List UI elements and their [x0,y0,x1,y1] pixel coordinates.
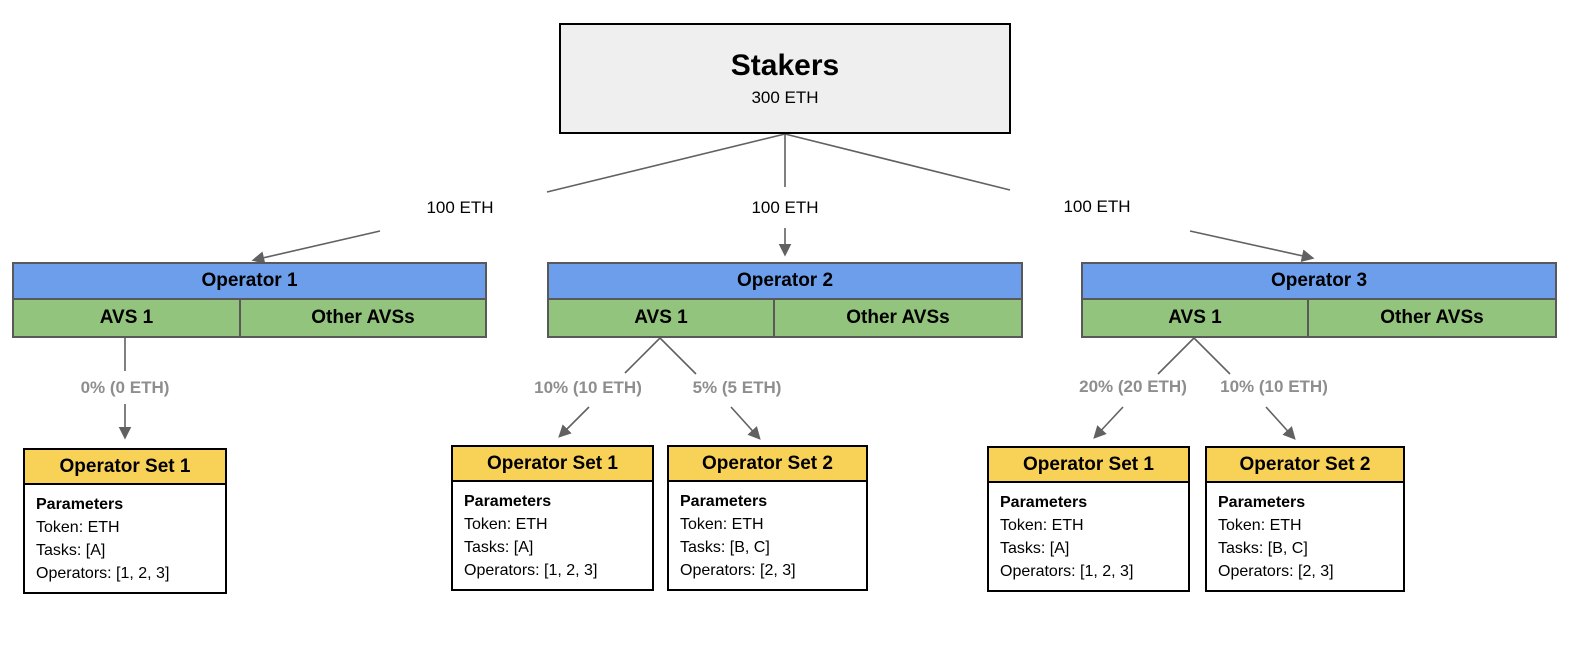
operator-2-other-avs-cell: Other AVSs [775,300,1021,336]
stake-edge-label-1: 100 ETH [426,198,494,217]
operators-line: Operators: [1, 2, 3] [1000,563,1134,580]
operator-set-parameters: Parameters Token: ETH Tasks: [A] Operato… [989,483,1188,583]
operator-set-title: Operator Set 2 [669,447,866,482]
allocation-label-op3-set1: 20% (20 ETH) [1079,377,1187,396]
operator-2-title: Operator 2 [549,264,1021,300]
token-line: Token: ETH [1000,517,1084,534]
operator-2-box: Operator 2 AVS 1 Other AVSs [547,262,1023,338]
edge-op2-fork-left [624,337,661,374]
edge-op3-fork-right [1193,337,1231,375]
stake-edge-label-3: 100 ETH [1063,197,1131,216]
operator-set-card-op2-set1: Operator Set 1 Parameters Token: ETH Tas… [451,445,654,591]
operator-set-parameters: Parameters Token: ETH Tasks: [B, C] Oper… [1207,483,1403,583]
allocation-label-op1-set1: 0% (0 ETH) [80,378,170,397]
stakers-amount: 300 ETH [751,88,819,107]
edge-arrow-operator-1 [251,230,381,264]
edge-op3-fork-left [1157,337,1195,375]
edge-arrow-operator-3 [1189,230,1315,263]
operator-set-parameters: Parameters Token: ETH Tasks: [A] Operato… [25,485,225,585]
operator-3-other-avs-cell: Other AVSs [1309,300,1555,336]
operator-3-avs-row: AVS 1 Other AVSs [1083,300,1555,336]
operator-1-avs1-cell: AVS 1 [14,300,241,336]
edge-arrow-op3-set2 [1265,406,1296,440]
tasks-line: Tasks: [A] [1000,540,1070,557]
operator-set-card-op2-set2: Operator Set 2 Parameters Token: ETH Tas… [667,445,868,591]
operator-1-other-avs-cell: Other AVSs [241,300,485,336]
operator-3-title: Operator 3 [1083,264,1555,300]
token-line: Token: ETH [464,516,548,533]
allocation-label-op3-set2: 10% (10 ETH) [1220,377,1328,396]
parameters-heading: Parameters [36,496,124,513]
allocation-label-op2-set2: 5% (5 ETH) [692,378,782,397]
edge-op2-fork-right [659,337,697,375]
tasks-line: Tasks: [B, C] [680,539,770,556]
stakers-title: Stakers [730,49,840,82]
edge-arrow-op2-set1 [558,406,590,438]
operator-set-card-op1-set1: Operator Set 1 Parameters Token: ETH Tas… [23,448,227,594]
token-line: Token: ETH [36,519,120,536]
stakers-box: Stakers 300 ETH [559,23,1011,134]
operator-1-box: Operator 1 AVS 1 Other AVSs [12,262,487,338]
operator-1-title: Operator 1 [14,264,485,300]
operator-set-title: Operator Set 1 [25,450,225,485]
operator-2-avs-row: AVS 1 Other AVSs [549,300,1021,336]
operator-set-parameters: Parameters Token: ETH Tasks: [A] Operato… [453,482,652,582]
parameters-heading: Parameters [464,493,552,510]
edge-arrow-op3-set1 [1093,406,1124,439]
allocation-label-op2-set1: 10% (10 ETH) [534,378,642,397]
parameters-heading: Parameters [1000,494,1088,511]
operator-3-box: Operator 3 AVS 1 Other AVSs [1081,262,1557,338]
operator-2-avs1-cell: AVS 1 [549,300,775,336]
parameters-heading: Parameters [680,493,768,510]
operators-line: Operators: [1, 2, 3] [464,562,598,579]
token-line: Token: ETH [1218,517,1302,534]
operator-set-card-op3-set2: Operator Set 2 Parameters Token: ETH Tas… [1205,446,1405,592]
edge-arrow-op2-set2 [730,406,761,440]
tasks-line: Tasks: [A] [464,539,534,556]
operators-line: Operators: [1, 2, 3] [36,565,170,582]
edge-stakers-fan-right [784,133,1011,191]
operators-line: Operators: [2, 3] [1218,563,1334,580]
tasks-line: Tasks: [B, C] [1218,540,1308,557]
stake-edge-label-2: 100 ETH [751,198,819,217]
operator-set-parameters: Parameters Token: ETH Tasks: [B, C] Oper… [669,482,866,582]
edge-stakers-fan-left [546,133,786,193]
tasks-line: Tasks: [A] [36,542,106,559]
operator-3-avs1-cell: AVS 1 [1083,300,1309,336]
token-line: Token: ETH [680,516,764,533]
parameters-heading: Parameters [1218,494,1306,511]
operator-set-card-op3-set1: Operator Set 1 Parameters Token: ETH Tas… [987,446,1190,592]
operator-1-avs-row: AVS 1 Other AVSs [14,300,485,336]
operator-set-title: Operator Set 1 [453,447,652,482]
operator-set-title: Operator Set 1 [989,448,1188,483]
operator-set-title: Operator Set 2 [1207,448,1403,483]
operators-line: Operators: [2, 3] [680,562,796,579]
